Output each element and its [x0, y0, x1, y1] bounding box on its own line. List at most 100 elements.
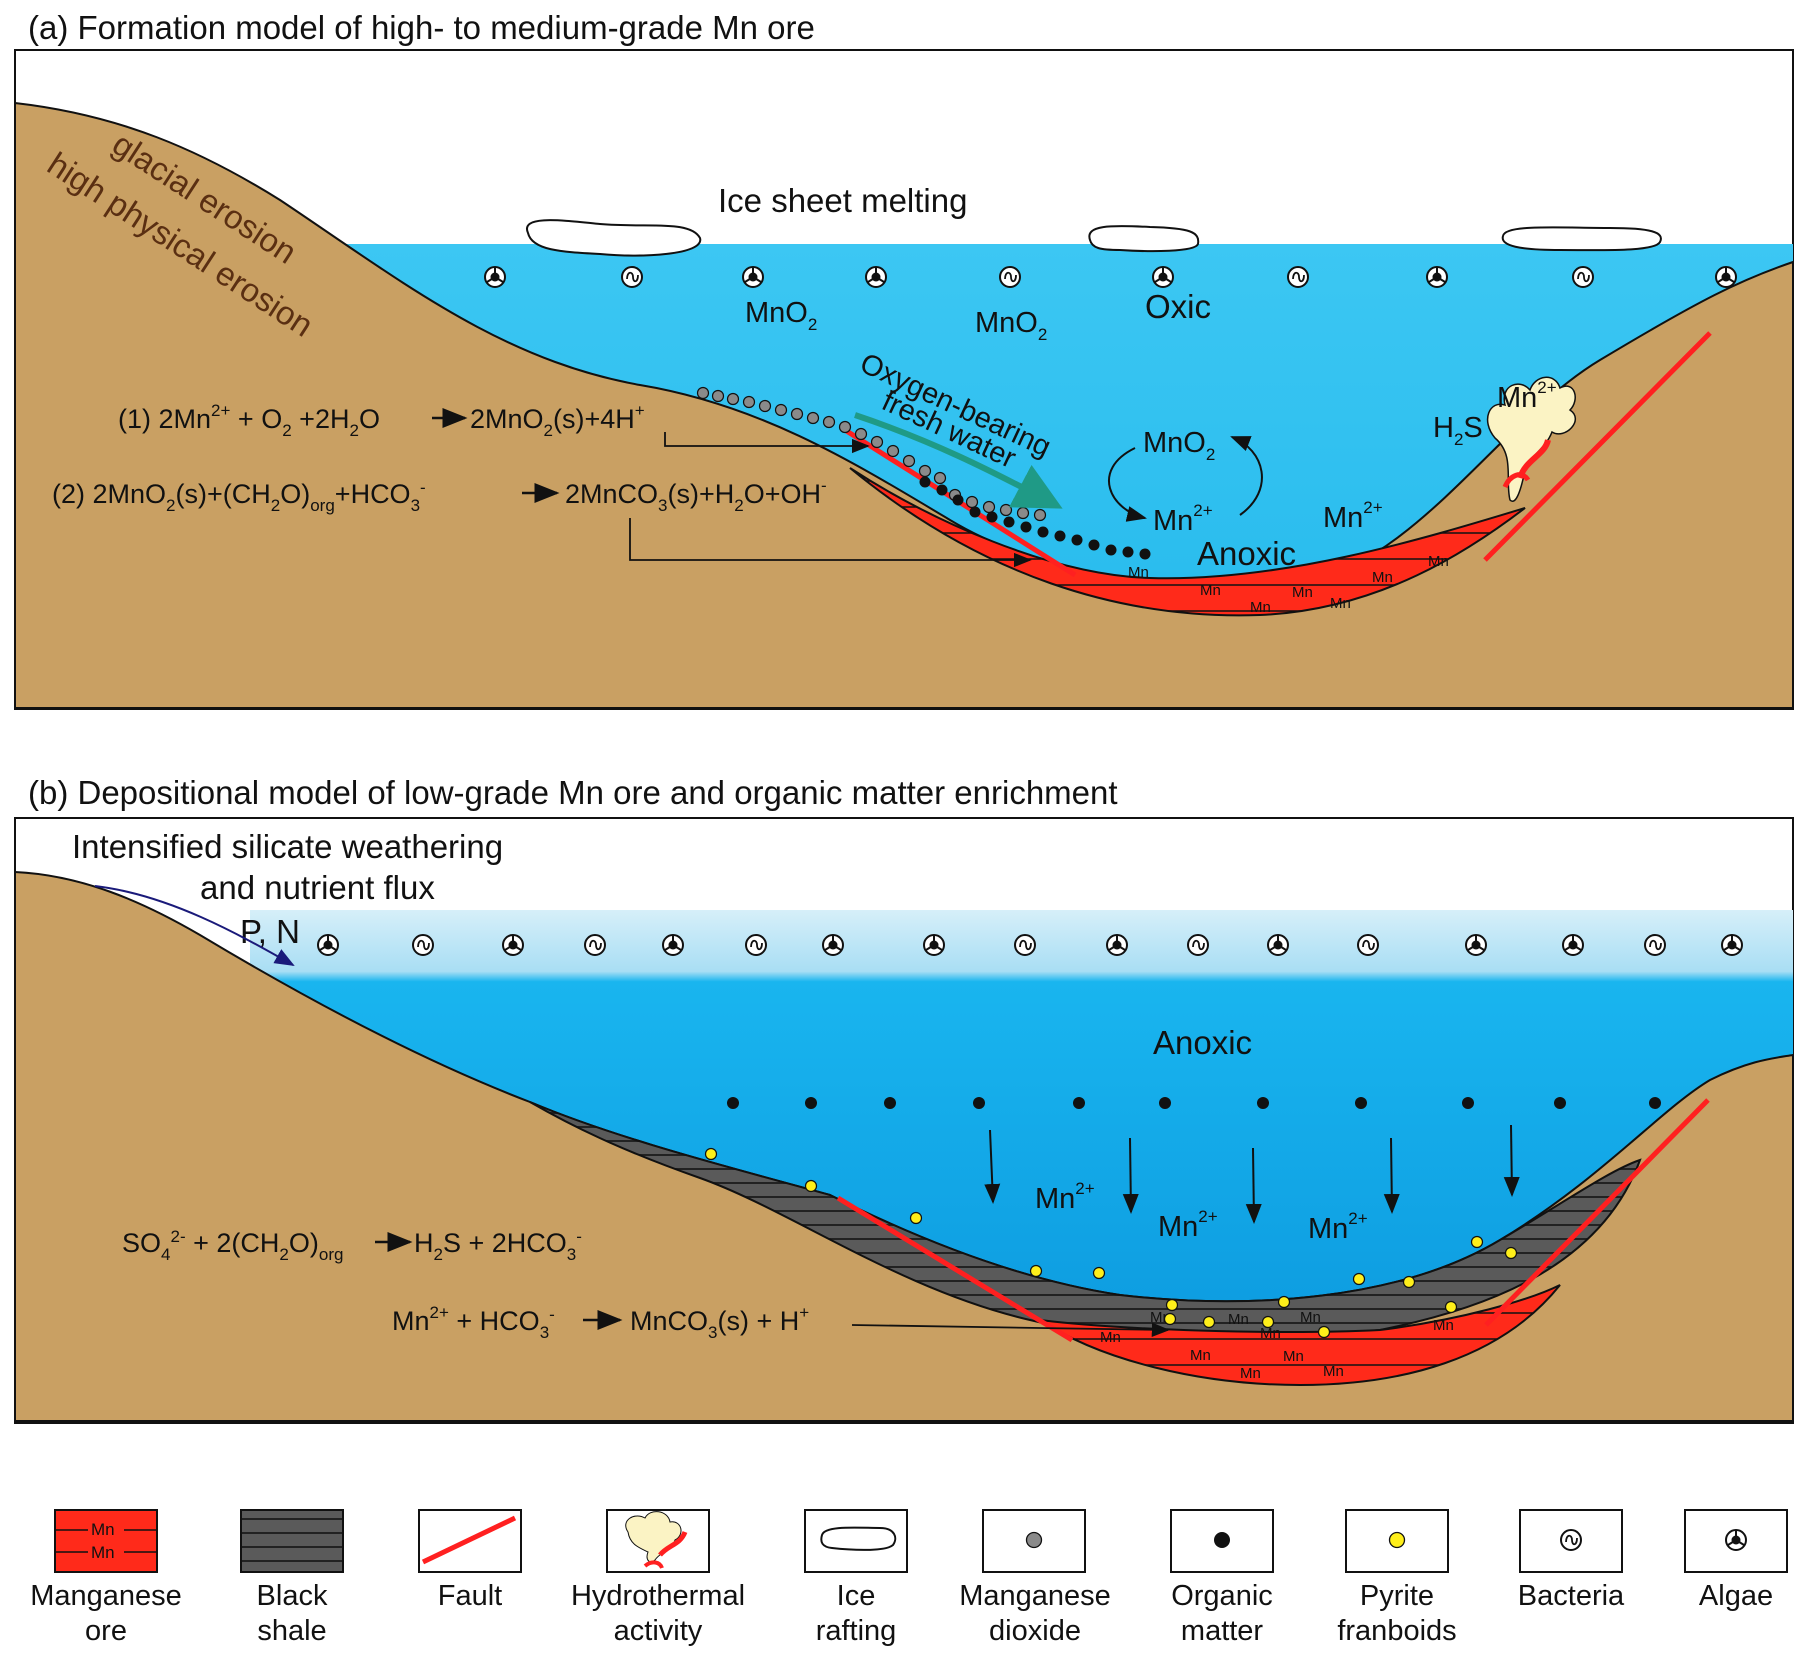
algae-icon	[742, 266, 764, 288]
algae-icon	[317, 934, 339, 956]
panel-b-ore-labels: Mn Mn Mn Mn Mn Mn Mn Mn Mn Mn	[1100, 1309, 1454, 1382]
mn2-label-vent: Mn2+	[1497, 378, 1557, 414]
algae-icon	[502, 934, 524, 956]
svg-text:Mn2+: Mn2+	[1153, 501, 1213, 537]
bacteria-icon	[1644, 934, 1666, 956]
legend-label: shale	[257, 1615, 326, 1647]
legend-hydrothermal-swatch	[606, 1509, 710, 1573]
ice-sheet-melting-label: Ice sheet melting	[718, 182, 967, 219]
ore-mn-label: Mn	[1260, 1325, 1281, 1342]
legend-label: ore	[85, 1615, 127, 1647]
ore-mn-label: Mn	[1283, 1348, 1304, 1365]
svg-text:SO42- + 2(CH2O)org: SO42- + 2(CH2O)org	[122, 1227, 343, 1264]
oxic-label: Oxic	[1145, 288, 1211, 325]
legend-fault-swatch	[418, 1509, 522, 1573]
panel-b-organic-rain	[727, 1097, 1661, 1224]
ice-floe	[525, 219, 702, 257]
legend-label: Fault	[438, 1580, 502, 1612]
mn2-label-water: Mn2+	[1323, 498, 1383, 534]
svg-text:MnO2: MnO2	[745, 297, 817, 334]
algae-icon	[1152, 266, 1174, 288]
ore-mn-label: Mn	[1292, 584, 1313, 601]
legend-label: Manganese	[30, 1580, 182, 1612]
legend-label: Bacteria	[1518, 1580, 1625, 1612]
mno2-label-2: MnO2	[975, 307, 1047, 344]
panel-b-black-shale	[529, 1101, 1642, 1340]
ore-mn-label: Mn	[1372, 569, 1393, 586]
legend-black-shale-swatch	[240, 1509, 344, 1573]
panel-b-frame	[14, 817, 1794, 1424]
mn-redox-cycle: MnO2 Mn2+	[1107, 427, 1263, 537]
ore-mn-label: Mn	[1128, 564, 1149, 581]
algae-icon	[1562, 934, 1584, 956]
bacteria-icon	[745, 934, 767, 956]
algae-icon	[1267, 934, 1289, 956]
algae-icon	[1725, 1529, 1747, 1551]
svg-text:(2) 2MnO2(s)+(CH2O)org+HCO3-: (2) 2MnO2(s)+(CH2O)org+HCO3-	[52, 478, 426, 515]
algae-icon	[923, 934, 945, 956]
svg-text:(1) 2Mn2+ + O2 +2H2O: (1) 2Mn2+ + O2 +2H2O	[118, 401, 380, 440]
ore-mn-label: Mn	[1330, 595, 1351, 612]
h2s-label: H2S	[1433, 412, 1483, 449]
legend-manganese-ore-swatch: Mn Mn	[54, 1509, 158, 1573]
bacteria-icon	[584, 934, 606, 956]
panel-a-sediment-dots	[696, 386, 1151, 560]
equation-4: Mn2+ + HCO3- MnCO3(s) + H+	[392, 1303, 1170, 1342]
legend-label: activity	[614, 1615, 703, 1647]
legend-label: dioxide	[989, 1615, 1081, 1647]
ice-floe	[1501, 226, 1662, 252]
pyrite-framboid-dots	[704, 1147, 1518, 1339]
algae-icon	[484, 266, 506, 288]
svg-text:Mn2+ + HCO3-: Mn2+ + HCO3-	[392, 1303, 555, 1342]
bacteria-icon	[412, 934, 434, 956]
legend-label: Organic	[1171, 1580, 1273, 1612]
legend-pyrite-swatch	[1345, 1509, 1449, 1573]
panel-a-title: (a) Formation model of high- to medium-g…	[28, 9, 815, 46]
nutrient-flux-arrow	[94, 885, 295, 966]
legend-label: Algae	[1699, 1580, 1773, 1612]
legend-label: Hydrothermal	[571, 1580, 745, 1612]
legend-bacteria-swatch	[1519, 1509, 1623, 1573]
panel-a-hydrothermal-plume	[1486, 376, 1577, 502]
panel-a-vent-red-2	[1502, 472, 1531, 489]
ore-mn-label: Mn	[1240, 1365, 1261, 1382]
weathering-label-1: Intensified silicate weathering	[72, 828, 503, 865]
anoxic-label-b: Anoxic	[1153, 1024, 1252, 1061]
mn2-label-b2: Mn2+	[1158, 1207, 1218, 1243]
panel-a-fault-right	[1483, 331, 1712, 562]
algae-icon	[865, 266, 887, 288]
legend-ice-rafting-swatch	[804, 1509, 908, 1573]
bacteria-icon	[1357, 934, 1379, 956]
algae-icon	[1426, 266, 1448, 288]
panel-b-fault-left	[836, 1195, 1074, 1343]
ore-mn-label: Mn	[1428, 553, 1449, 570]
mn2-label-b3: Mn2+	[1308, 1209, 1368, 1245]
panel-a-ore-labels: Mn Mn Mn Mn Mn Mn Mn	[1128, 553, 1449, 616]
manganese-dioxide-dots	[696, 386, 1047, 522]
anoxic-label-a: Anoxic	[1197, 535, 1296, 572]
ore-mn-label: Mn	[1300, 1309, 1321, 1326]
panel-b-title: (b) Depositional model of low-grade Mn o…	[28, 774, 1118, 811]
panel-a-frame	[14, 49, 1794, 710]
panel-a-land	[14, 101, 1794, 709]
equation-3: SO42- + 2(CH2O)org H2S + 2HCO3-	[122, 1227, 582, 1264]
bacteria-icon	[999, 266, 1021, 288]
weathering-label-2: and nutrient flux	[200, 869, 435, 906]
pn-label: P, N	[240, 913, 300, 950]
fresh-water-arrow	[854, 412, 1063, 509]
legend-algae-swatch	[1684, 1509, 1788, 1573]
algae-icon	[1715, 266, 1737, 288]
svg-text:H2S + 2HCO3-: H2S + 2HCO3-	[414, 1227, 582, 1264]
ore-mn-label: Mn	[1323, 1363, 1344, 1380]
legend-label: matter	[1181, 1615, 1264, 1647]
bacteria-icon	[1572, 266, 1594, 288]
ore-mn-label: Mn	[1250, 599, 1271, 616]
panel-b-ore-body	[1039, 1284, 1561, 1387]
svg-text:MnO2: MnO2	[975, 307, 1047, 344]
organic-matter-dots	[919, 476, 1151, 560]
legend-organic-matter-swatch	[1170, 1509, 1274, 1573]
algae-icon	[1106, 934, 1128, 956]
algae-icon	[1465, 934, 1487, 956]
algae-icon	[662, 934, 684, 956]
ore-mn-label: Mn	[1228, 1311, 1249, 1328]
